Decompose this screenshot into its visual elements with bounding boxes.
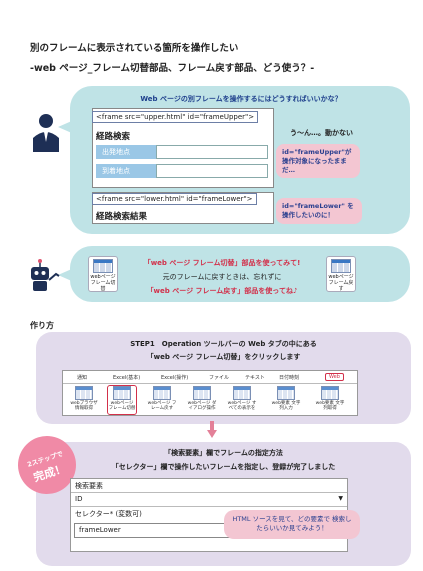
html-source-tip: HTML ソースを見て、どの要素で 検索したらいいか見てみよう！	[224, 510, 360, 539]
toolbar-divider	[63, 383, 357, 384]
tool-label: web要素 文字列入力	[271, 401, 301, 412]
frame-switch-glyph	[93, 259, 113, 273]
frame-back-icon: webページ フレーム戻す	[326, 256, 356, 292]
answer-line2: 元のフレームに戻すときは、忘れずに	[162, 273, 282, 281]
reaction-text: う〜ん…。動かない	[290, 129, 353, 137]
answer-line1: 「web ページ フレーム切替」部品を使ってみて!	[143, 259, 301, 267]
down-arrow-stem	[210, 421, 214, 431]
question-heading: Web ページの別フレームを操作するにはどうすればいいかな？	[140, 95, 342, 103]
frame-switch-icon: webページ フレーム切替	[88, 256, 118, 292]
frame-back-glyph	[331, 259, 351, 273]
tool-text-get[interactable]: web要素 文字列取得	[315, 386, 345, 411]
tab-file[interactable]: ファイル	[209, 375, 230, 381]
tab-text[interactable]: テキスト	[245, 375, 265, 381]
frame-back-icon-label: webページ フレーム戻す	[328, 274, 354, 292]
frame-upper-tag: <frame src="upper.html" id="frameUpper">	[92, 111, 259, 123]
robot-icon	[31, 259, 60, 291]
departure-label: 出発地点	[96, 145, 156, 159]
bubble-tail	[58, 268, 74, 282]
tab-notify[interactable]: 通知	[77, 375, 88, 381]
tool-label: webページ ダイアログ操作	[187, 401, 217, 412]
tab-datetime[interactable]: 日付時刻	[279, 375, 300, 381]
text-get-icon	[321, 386, 339, 400]
tool-label: webページ すべての表示を	[227, 401, 257, 412]
tool-frame-back[interactable]: webページ フレーム戻す	[147, 386, 177, 411]
tab-excel-op[interactable]: Excel(操作)	[161, 375, 189, 381]
tool-label: webブラウザ 情報取得	[70, 401, 98, 412]
arrival-field[interactable]	[156, 164, 268, 178]
id-select-value: ID	[75, 495, 83, 503]
route-result-title: 経路検索結果	[96, 212, 148, 222]
tool-text-input[interactable]: web要素 文字列入力	[271, 386, 301, 411]
tool-wait-display[interactable]: webページ すべての表示を	[227, 386, 257, 411]
bubble-tail	[58, 120, 74, 134]
note-lower: id="frameLower" を操作したいのに！	[276, 198, 362, 224]
tool-label: webページ フレーム戻す	[147, 401, 177, 412]
departure-field[interactable]	[156, 145, 268, 159]
step2-line1: 「検索要素」欄でフレームの指定方法	[164, 449, 283, 457]
frame-switch-icon-label: webページ フレーム切替	[90, 274, 116, 292]
dialog-icon	[193, 386, 211, 400]
howto-heading: 作り方	[30, 321, 54, 330]
note-upper: id="frameUpper"が操作対象になったままだ…	[276, 144, 360, 179]
tool-label: webページ フレーム切替	[108, 401, 136, 412]
form-header: 検索要素	[71, 479, 347, 493]
step1-line2: 「web ページ フレーム切替」をクリックします	[146, 353, 301, 361]
id-select[interactable]: ID ▼	[71, 493, 347, 507]
operation-toolbar: 通知 Excel(基本) Excel(操作) ファイル テキスト 日付時刻 We…	[62, 370, 358, 416]
wait-display-icon	[233, 386, 251, 400]
page-title: 別のフレームに表示されている箇所を操作したい	[30, 43, 239, 54]
chevron-down-icon: ▼	[338, 495, 343, 502]
tab-web[interactable]: Web	[325, 373, 344, 381]
route-search-title: 経路検索	[96, 132, 131, 142]
page-subtitle: -web ページ_フレーム切替部品、フレーム戻す部品、どう使う？-	[30, 63, 315, 74]
tool-dialog[interactable]: webページ ダイアログ操作	[187, 386, 217, 411]
frame-back-tool-icon	[153, 386, 171, 400]
browser-info-icon	[75, 386, 93, 400]
frame-switch-tool-icon	[113, 386, 131, 400]
step2-line2: 「セレクター」欄で操作したいフレームを指定し、登録が完了しました	[111, 463, 336, 471]
text-input-icon	[277, 386, 295, 400]
person-icon	[33, 114, 59, 152]
tool-frame-switch[interactable]: webページ フレーム切替	[107, 385, 137, 415]
down-arrow-icon	[207, 430, 217, 438]
frame-lower-tag: <frame src="lower.html" id="frameLower">	[92, 193, 257, 205]
arrival-label: 到着地点	[96, 164, 156, 178]
selector-label: セレクター* (変数可)	[75, 510, 142, 518]
tab-excel-basic[interactable]: Excel(基本)	[113, 375, 141, 381]
answer-line3: 「web ページ フレーム戻す」部品を使ってね♪	[146, 287, 298, 295]
step1-line1: STEP1 Operation ツールバーの Web タブの中にある	[130, 340, 317, 348]
tool-web-browser-info[interactable]: webブラウザ 情報取得	[69, 386, 99, 411]
tool-label: web要素 文字列取得	[315, 401, 345, 412]
